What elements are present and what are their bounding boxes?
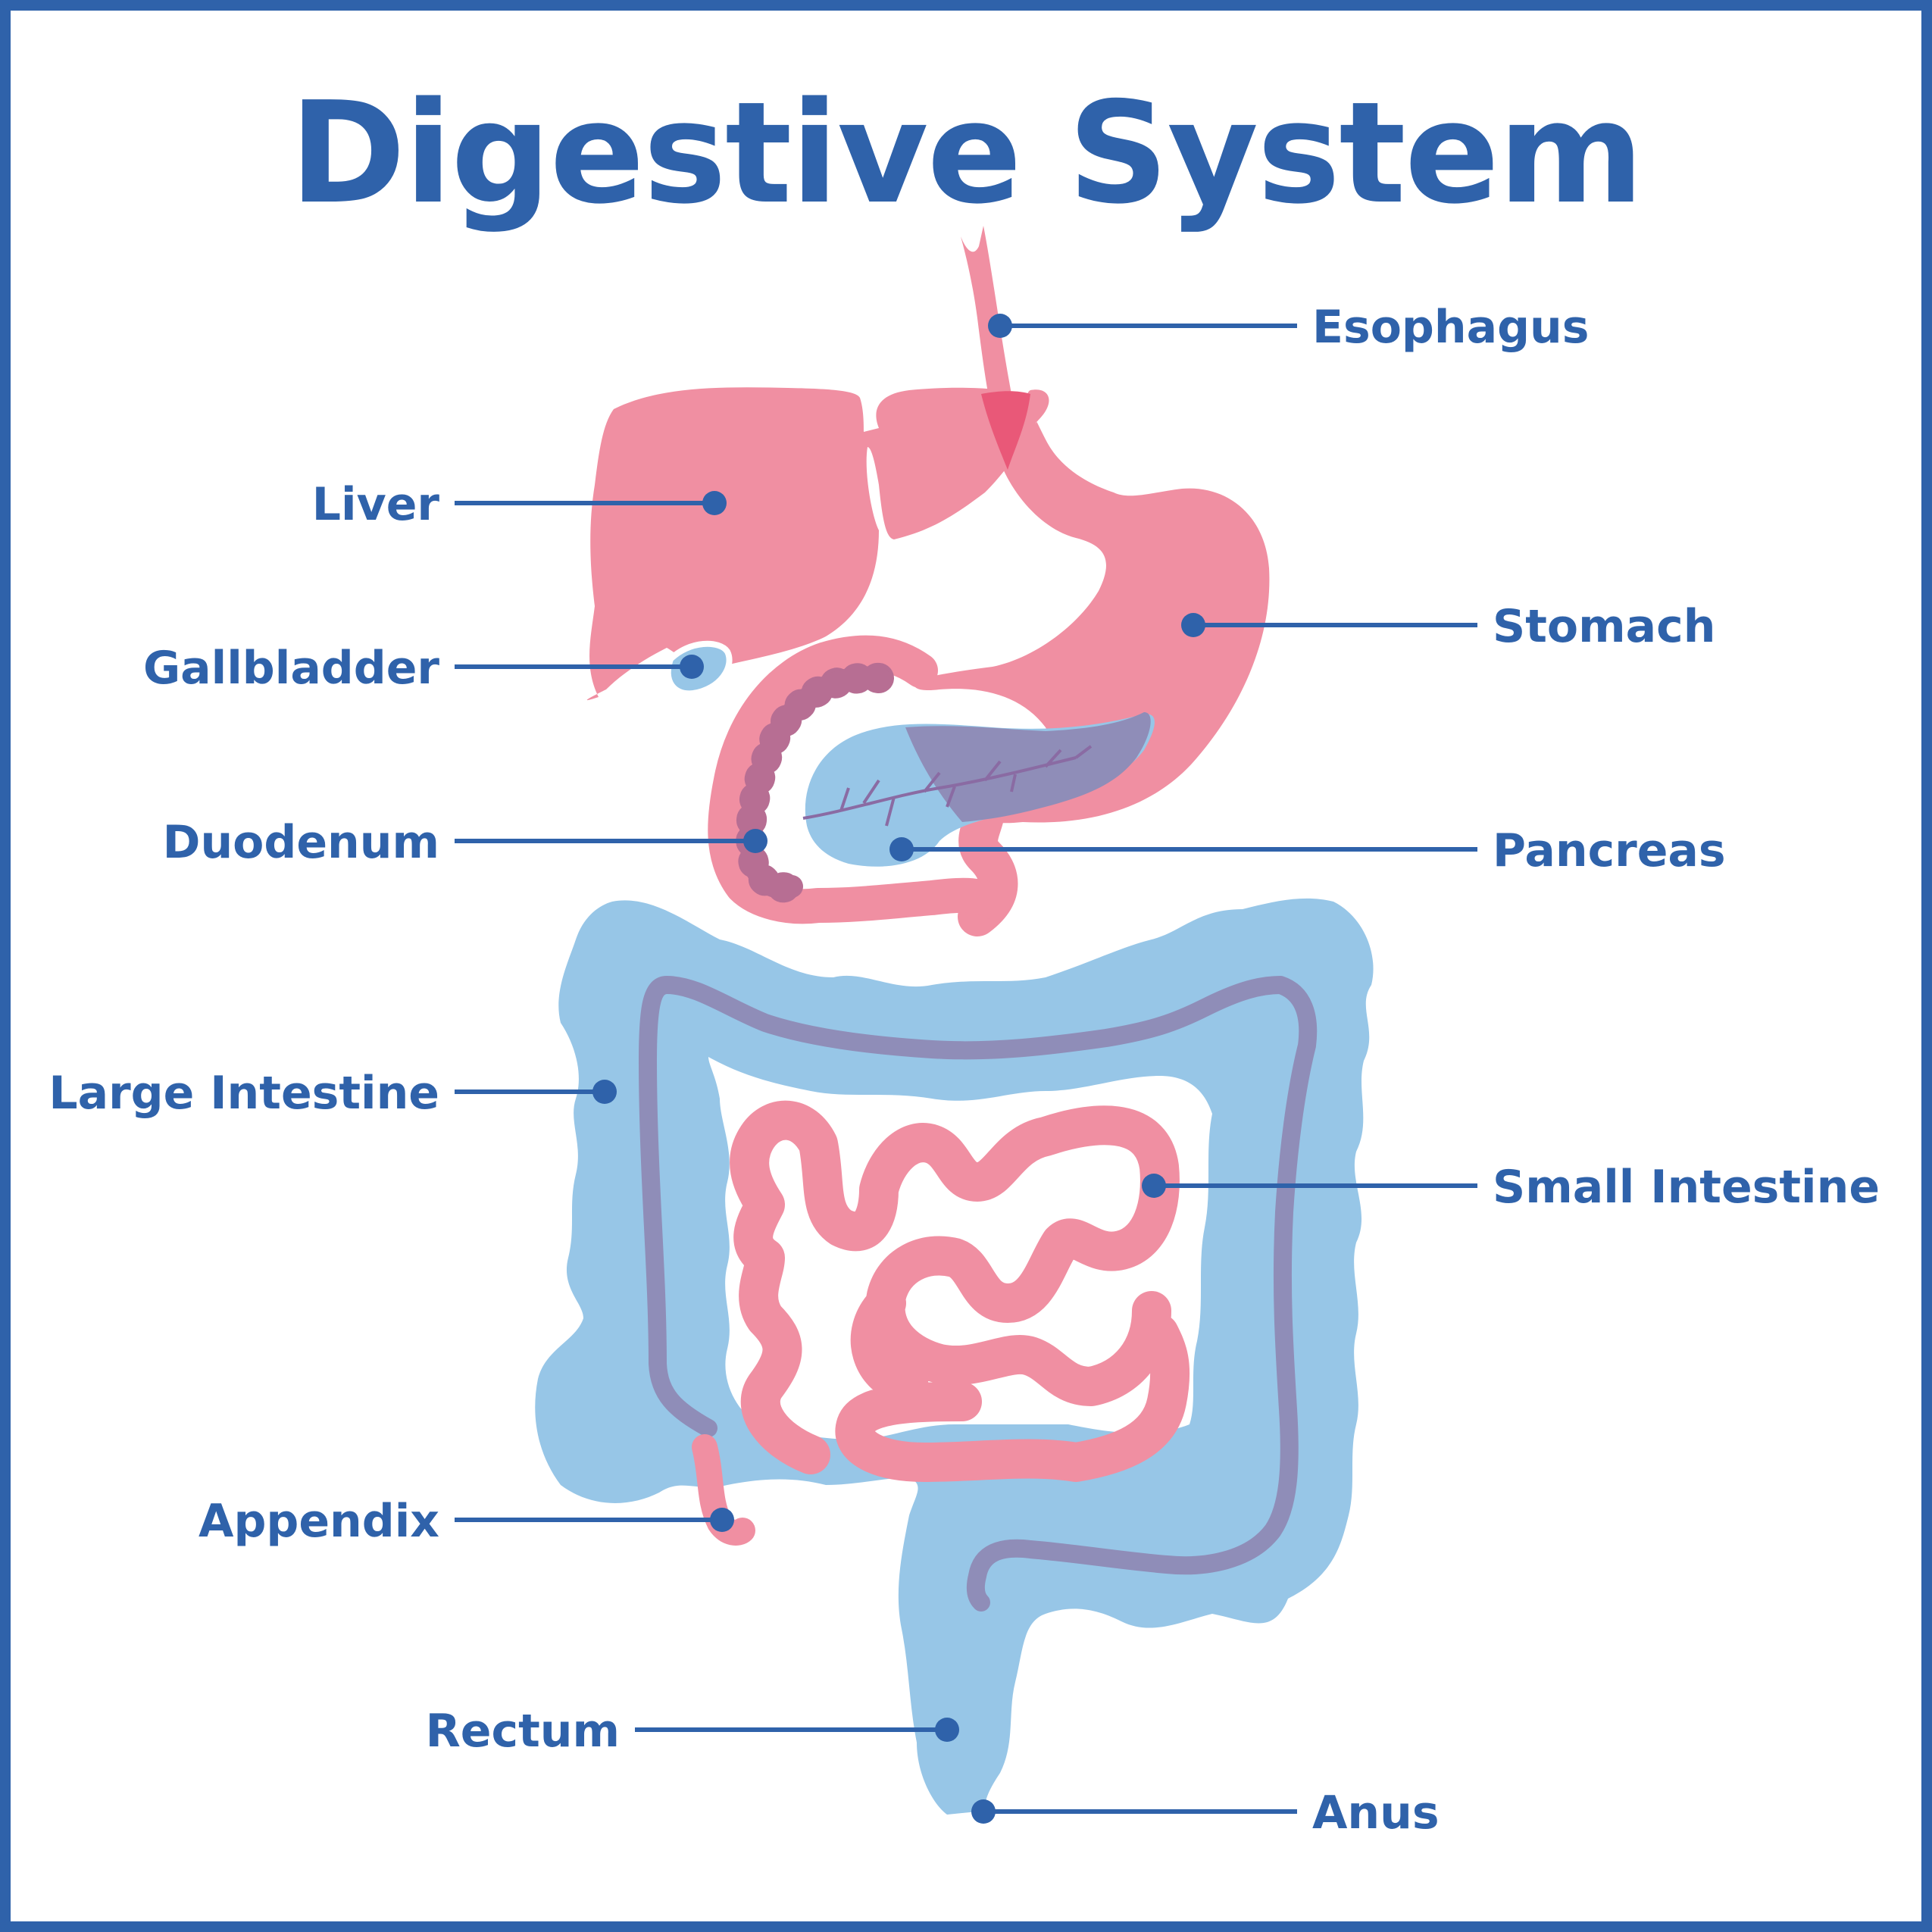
label-leaders — [455, 314, 1477, 1824]
small-intestine-marker — [1142, 1174, 1166, 1198]
stomach-label: Stomach — [1493, 600, 1715, 653]
duodenum-marker — [743, 829, 767, 853]
large-intestine-marker — [592, 1080, 617, 1104]
stomach-marker — [1181, 613, 1205, 637]
rectum-label: Rectum — [426, 1705, 620, 1758]
liver-shape — [586, 387, 1047, 701]
pancreas-label: Pancreas — [1493, 824, 1726, 877]
pancreas-stomach-overlap — [905, 712, 1151, 822]
esophagus-marker — [988, 314, 1012, 338]
rectum-marker — [935, 1718, 959, 1742]
anus-marker — [971, 1799, 996, 1824]
duodenum-inner — [739, 666, 890, 899]
small-intestine-label: Small Intestine — [1493, 1161, 1880, 1214]
stomach-shape — [914, 389, 1270, 824]
anus-label: Anus — [1312, 1787, 1440, 1840]
pancreas-marker — [889, 837, 914, 861]
colon-inner-tube — [639, 976, 1318, 1612]
gallbladder-marker — [680, 655, 704, 679]
gallbladder-label: Gallbladder — [143, 642, 439, 695]
esophagus-shape — [961, 226, 1061, 485]
duodenum-shape — [708, 635, 1010, 924]
large-intestine-label: Large Intestine — [48, 1067, 439, 1120]
pancreatic-duct — [802, 745, 1093, 827]
appendix-label: Appendix — [199, 1495, 439, 1548]
duodenum-label: Duodenum — [163, 816, 439, 869]
diagram-title: Digestive System — [289, 71, 1644, 235]
cardia-highlight — [981, 391, 1030, 470]
esophagus-label: Esophagus — [1312, 301, 1589, 354]
liver-marker — [702, 491, 727, 515]
appendix-marker — [710, 1508, 734, 1532]
liver-label: Liver — [312, 478, 440, 531]
small-intestine-shape — [730, 791, 1190, 1482]
